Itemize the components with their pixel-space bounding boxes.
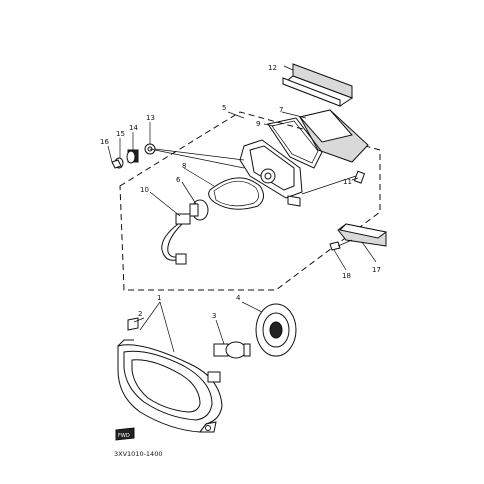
part-18-nut: [329, 239, 353, 251]
parts-13-16-fastener-stack: [111, 143, 245, 169]
drawing-code: 3XV1010-1400: [114, 450, 162, 458]
part-12-lens-cover: [282, 63, 354, 107]
callout-6: 6: [176, 176, 181, 184]
front-direction-badge: FWD: [115, 427, 135, 441]
tail-light-housing: [239, 139, 303, 207]
callout-labels: 12 7 9 5 8 6 10 13 14 15 16 11 17 18 1 2…: [100, 64, 381, 320]
callout-4: 4: [236, 294, 241, 302]
leader-lines: [107, 65, 377, 353]
callout-14: 14: [129, 124, 138, 132]
callout-2: 2: [138, 310, 142, 318]
callout-1: 1: [157, 294, 161, 302]
callout-9: 9: [256, 120, 260, 128]
callout-8: 8: [182, 162, 186, 170]
callout-12: 12: [268, 64, 277, 72]
callout-5: 5: [222, 104, 226, 112]
callout-10: 10: [140, 186, 149, 194]
callout-3: 3: [212, 312, 216, 320]
callout-15: 15: [116, 130, 125, 138]
part-8-seal-ring: [208, 177, 264, 210]
part-11-screw: [301, 170, 366, 195]
part-10-socket-harness: [161, 213, 191, 265]
tail-light-subassembly-outline: [119, 111, 381, 291]
callout-11: 11: [343, 178, 352, 186]
callout-16: 16: [100, 138, 109, 146]
part-4-dust-cover: [255, 303, 297, 357]
callout-13: 13: [146, 114, 155, 122]
fwd-text: FWD: [118, 433, 130, 439]
callout-7: 7: [279, 106, 283, 114]
callout-17: 17: [372, 266, 381, 274]
part-1-headlight-assembly: [117, 339, 223, 433]
callout-18: 18: [342, 272, 351, 280]
part-2-clip: [127, 317, 139, 331]
part-6-bulb: [189, 199, 209, 221]
part-3-headlight-bulb: [213, 341, 251, 359]
part-7-tail-lens: [299, 109, 369, 163]
part-9-gasket: [267, 117, 323, 169]
